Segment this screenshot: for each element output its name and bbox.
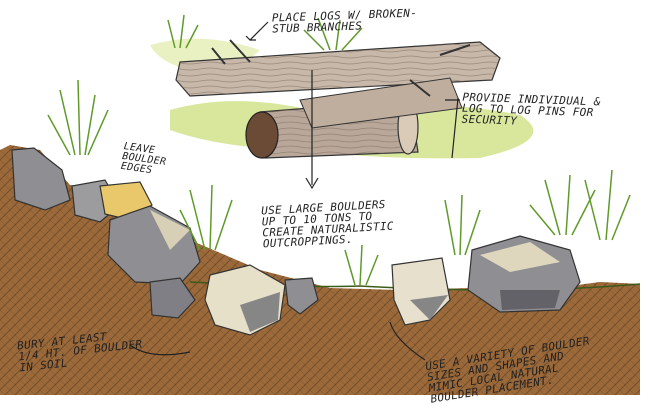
leader-logs bbox=[246, 22, 268, 40]
tuft-5 bbox=[345, 245, 378, 285]
boulder-1 bbox=[12, 148, 70, 210]
tuft-8 bbox=[585, 170, 630, 240]
tuft-1 bbox=[48, 80, 108, 155]
log-end-left bbox=[246, 112, 278, 158]
tuft-4 bbox=[445, 195, 480, 255]
annotation-pins: PROVIDE INDIVIDUAL & LOG TO LOG PINS FOR… bbox=[461, 92, 601, 130]
annotation-leave-edges: LEAVE BOULDER EDGES bbox=[120, 142, 168, 178]
annotation-large-boulders: USE LARGE BOULDERS UP TO 10 TONS TO CREA… bbox=[261, 199, 395, 250]
